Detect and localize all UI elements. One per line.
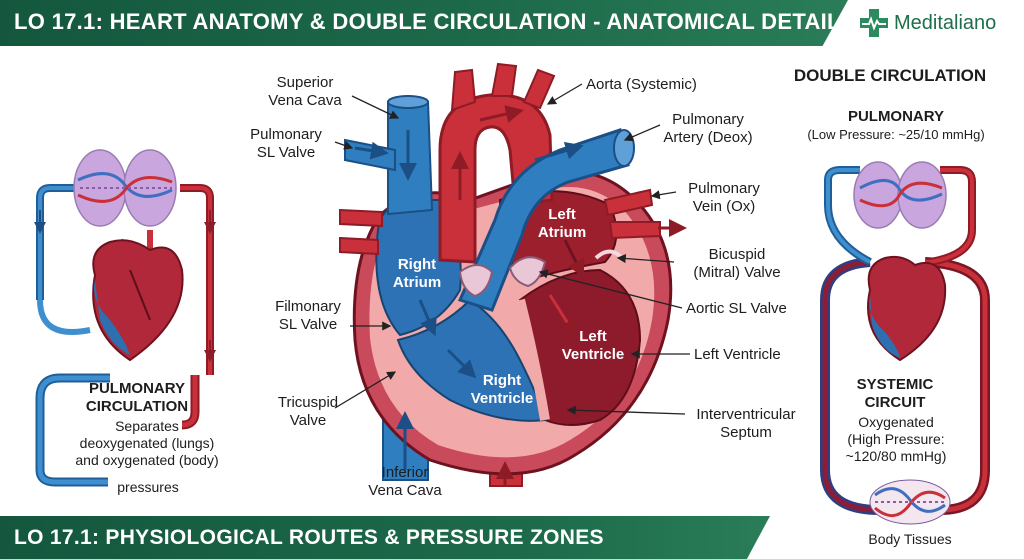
label-tricuspid-valve: Tricuspid Valve: [277, 394, 339, 429]
logo-text: Meditaliano: [894, 12, 997, 34]
label-aorta: Aorta (Systemic): [586, 76, 697, 93]
left-panel-pressures: pressures: [117, 479, 179, 495]
chamber-left-atrium: Left Atrium: [537, 206, 587, 241]
label-bicuspid-valve: Bicuspid (Mitral) Valve: [693, 246, 781, 281]
right-panel-body-tissues: Body Tissues: [868, 531, 952, 547]
label-filmonary-sl-valve: Filmonary SL Valve: [275, 298, 341, 333]
leader-lines: [334, 83, 690, 415]
chamber-right-ventricle: Right Ventricle: [470, 372, 534, 407]
left-panel-heading: PULMONARY CIRCULATION: [85, 380, 189, 415]
top-banner: LO 17.1: HEART ANATOMY & DOUBLE CIRCULAT…: [0, 0, 848, 46]
label-aortic-sl-valve: Aortic SL Valve: [686, 300, 787, 317]
bottom-banner: LO 17.1: PHYSIOLOGICAL ROUTES & PRESSURE…: [0, 516, 770, 559]
chamber-left-ventricle: Left Ventricle: [561, 328, 625, 363]
footer-title: LO 17.1: PHYSIOLOGICAL ROUTES & PRESSURE…: [14, 526, 604, 549]
right-panel-pulmonary-heading: PULMONARY: [847, 108, 945, 125]
left-circulation-mini: [34, 149, 216, 487]
right-panel-heading: DOUBLE CIRCULATION: [793, 66, 987, 85]
brand-logo: Meditaliano: [856, 6, 1024, 40]
label-pulmonary-sl-valve: Pulmonary SL Valve: [250, 126, 322, 161]
label-left-ventricle: Left Ventricle: [694, 346, 781, 363]
central-heart: [339, 62, 687, 487]
medical-cross-icon: [860, 9, 888, 37]
label-superior-vena-cava: Superior Vena Cava: [268, 74, 342, 109]
chamber-right-atrium: Right Atrium: [392, 256, 442, 291]
right-circulation-mini: [820, 161, 990, 525]
label-pulmonary-vein: Pulmonary Vein (Ox): [688, 180, 760, 215]
label-inferior-vena-cava: Inferior Vena Cava: [368, 464, 442, 499]
right-panel-pulmonary-pressure: (Low Pressure: ~25/10 mmHg): [807, 127, 985, 142]
label-interventricular-septum: Interventricular Septum: [696, 406, 796, 441]
right-panel-systemic-description: Oxygenated (High Pressure: ~120/80 mmHg): [845, 414, 947, 464]
label-pulmonary-artery: Pulmonary Artery (Deox): [663, 111, 753, 146]
left-panel-description: Separates deoxygenated (lungs) and oxyge…: [75, 418, 219, 468]
right-panel-systemic-heading: SYSTEMIC CIRCUIT: [856, 376, 934, 411]
page-title: LO 17.1: HEART ANATOMY & DOUBLE CIRCULAT…: [14, 9, 841, 34]
